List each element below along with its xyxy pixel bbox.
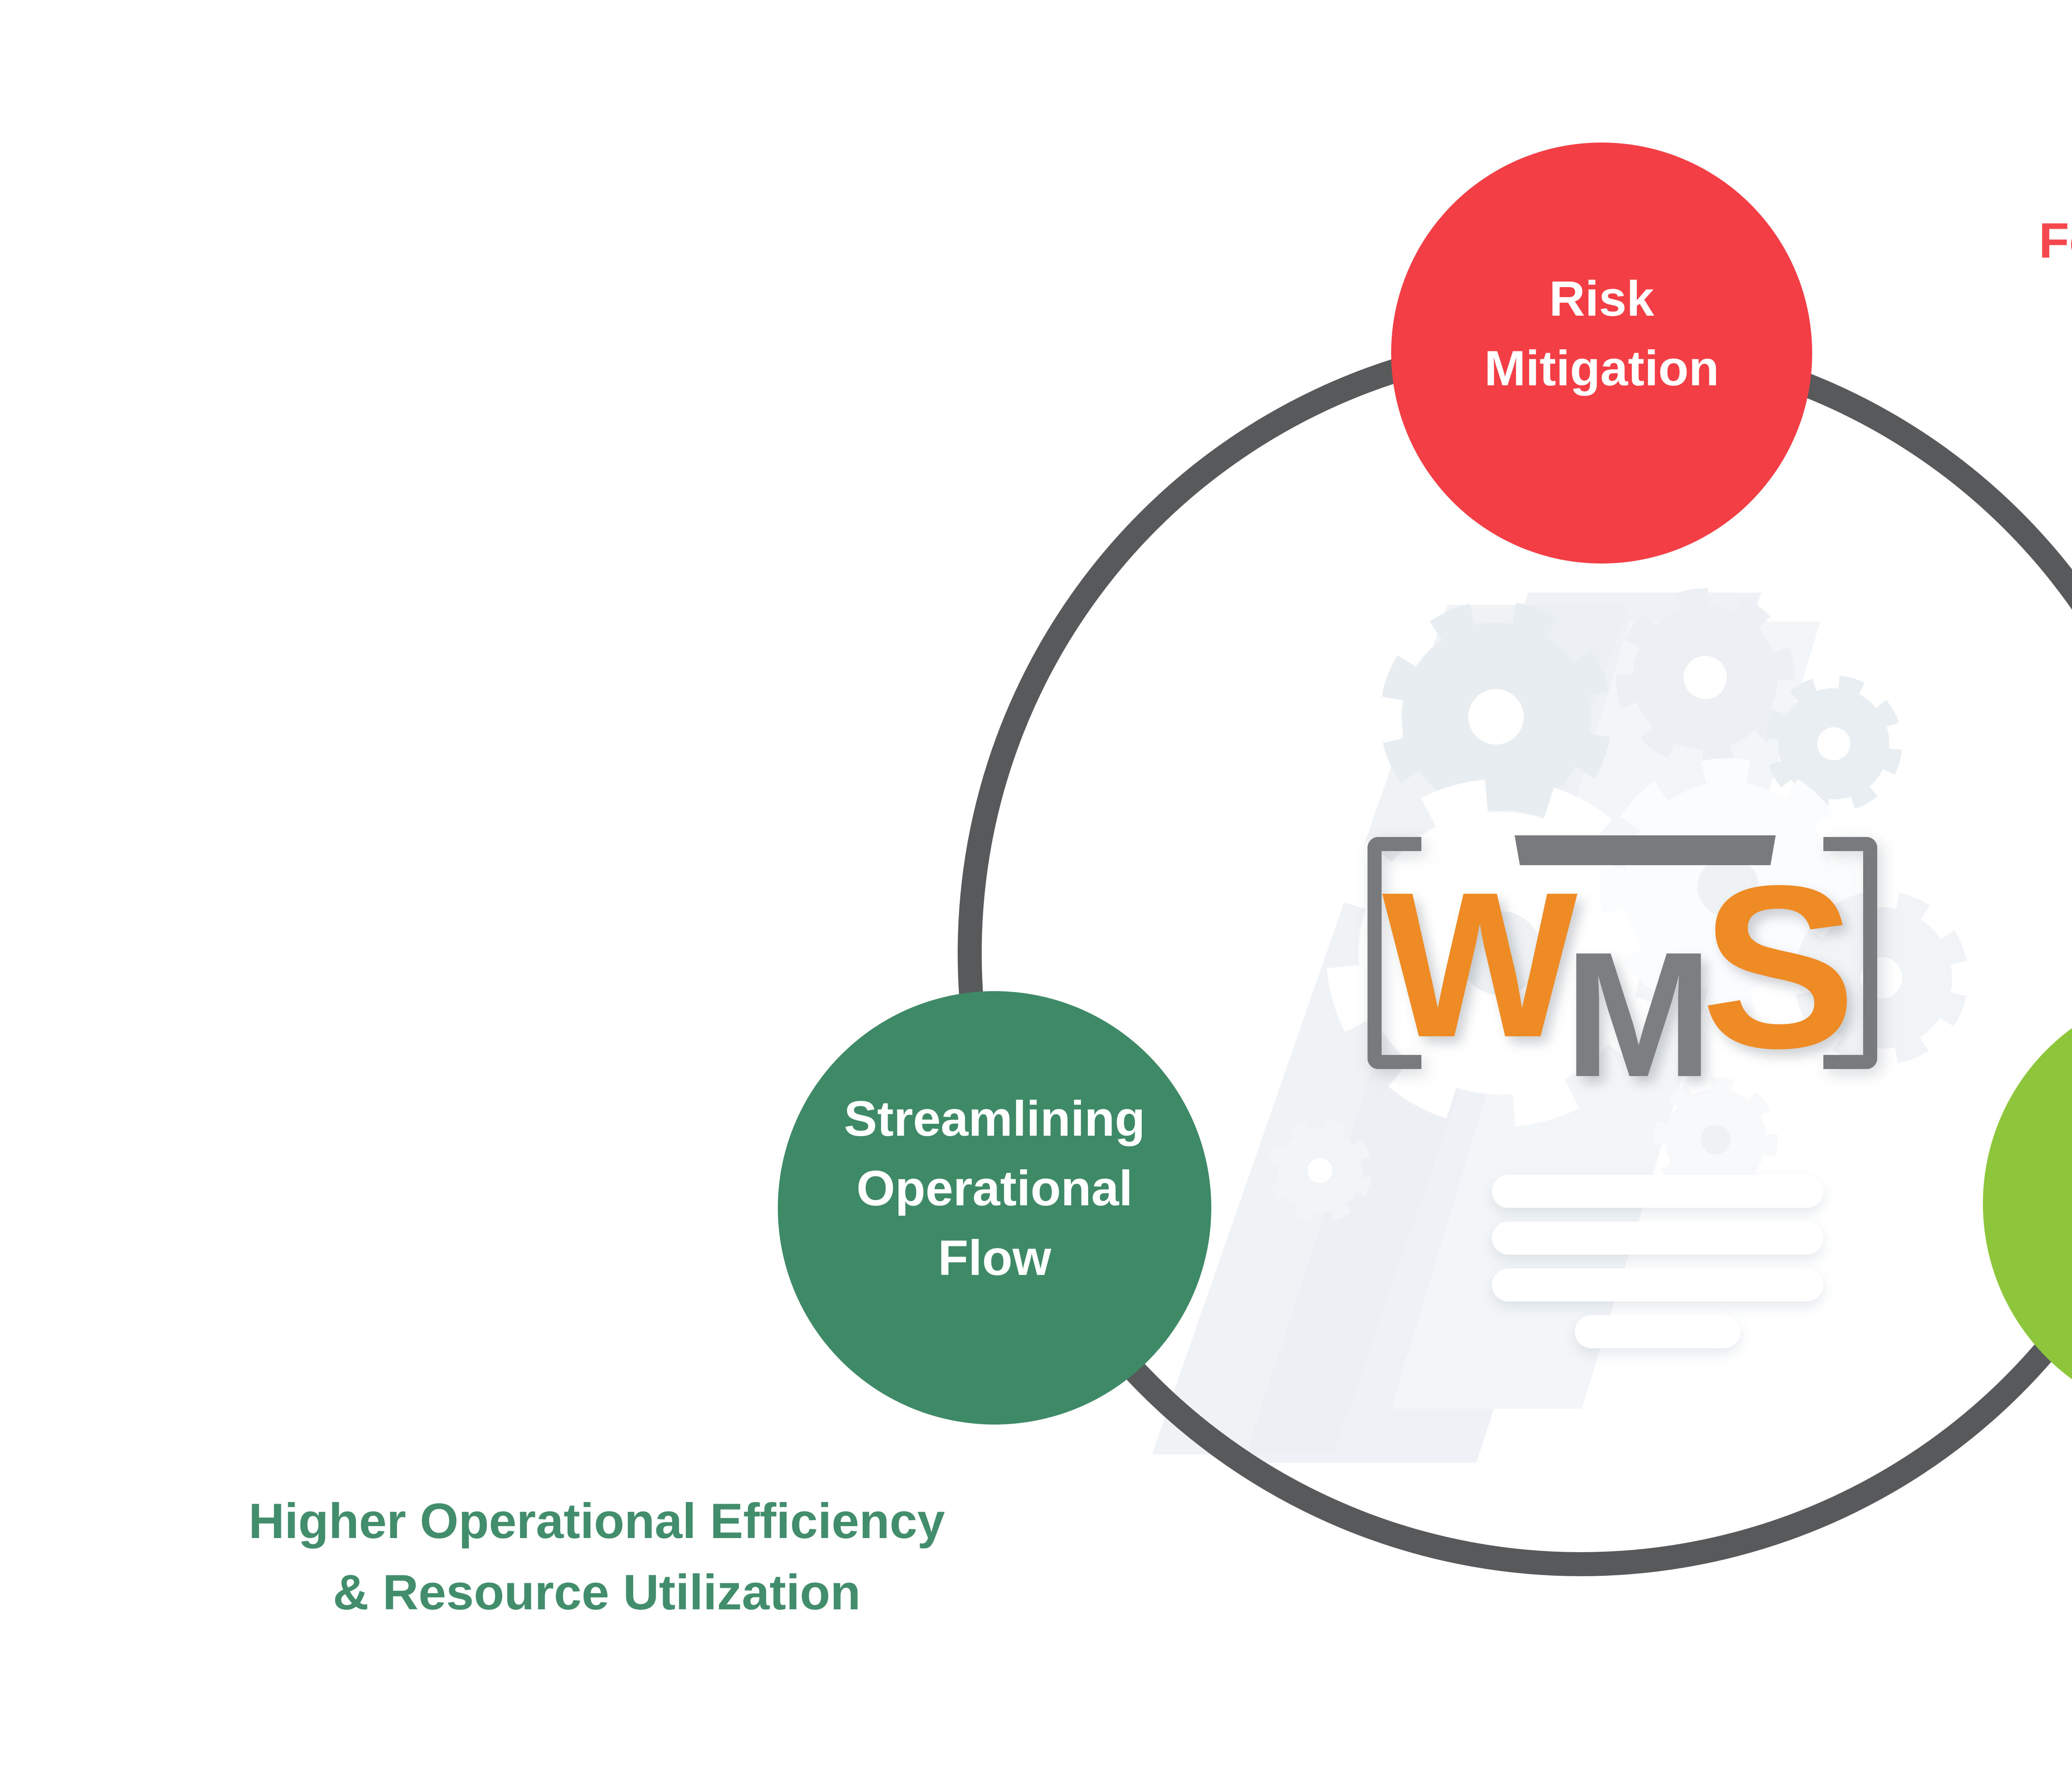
node-label-line: Operability — [2071, 1192, 2072, 1261]
annotation-line: & Resource Utilization — [333, 1565, 861, 1620]
logo-letter-m: M — [1564, 915, 1713, 1114]
annotation-line: Higher Operational Efficiency — [248, 1493, 945, 1549]
logo-letter-w: W — [1382, 849, 1578, 1080]
logo-letter-s: S — [1701, 837, 1856, 1096]
right-bracket-icon — [1823, 837, 1877, 1069]
node-label-line: Risk — [1549, 271, 1654, 327]
node-label-line: Streamlining — [844, 1091, 1145, 1147]
node-label-line: Flow — [938, 1230, 1051, 1286]
node-label: Streamlining Operational Flow — [844, 1084, 1145, 1293]
node-label: Risk Mitigation — [1484, 264, 1719, 403]
node-label-line: Mitigation — [1484, 341, 1719, 396]
node-label: Lower Cost of Operability — [2071, 1052, 2072, 1261]
annotation-safety-compliance: Focus on Safety & Compliance with Indust… — [1989, 205, 2072, 348]
node-label-line: Operational — [856, 1161, 1133, 1216]
node-risk-mitigation: Risk Mitigation — [1391, 143, 1812, 564]
logo-top-bar — [1515, 835, 1776, 865]
left-bracket-icon — [1368, 837, 1421, 1069]
node-streamlining-operational-flow: Streamlining Operational Flow — [778, 991, 1211, 1425]
annotation-operational-efficiency: Higher Operational Efficiency & Resource… — [182, 1485, 1011, 1628]
annotation-line: Focus on Safety & Compliance — [2038, 213, 2072, 268]
